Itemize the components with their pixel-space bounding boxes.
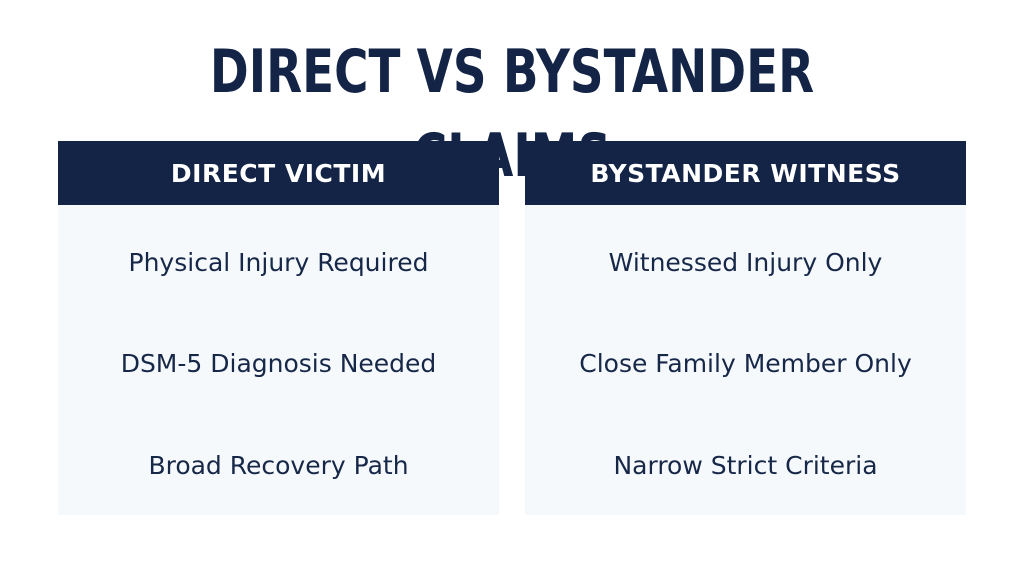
list-item: DSM-5 Diagnosis Needed	[120, 349, 437, 378]
list-item: Narrow Strict Criteria	[613, 451, 878, 480]
list-item: Broad Recovery Path	[148, 451, 409, 480]
bystander-witness-column: BYSTANDER WITNESS Witnessed Injury Only …	[525, 141, 966, 515]
direct-victim-column: DIRECT VICTIM Physical Injury Required D…	[58, 141, 499, 515]
list-item: Close Family Member Only	[579, 349, 912, 378]
bystander-witness-list: Witnessed Injury Only Close Family Membe…	[525, 205, 966, 515]
list-item: Witnessed Injury Only	[608, 248, 883, 277]
bystander-witness-header: BYSTANDER WITNESS	[525, 141, 966, 205]
list-item: Physical Injury Required	[128, 248, 429, 277]
direct-victim-header: DIRECT VICTIM	[58, 141, 499, 205]
direct-victim-list: Physical Injury Required DSM-5 Diagnosis…	[58, 205, 499, 515]
